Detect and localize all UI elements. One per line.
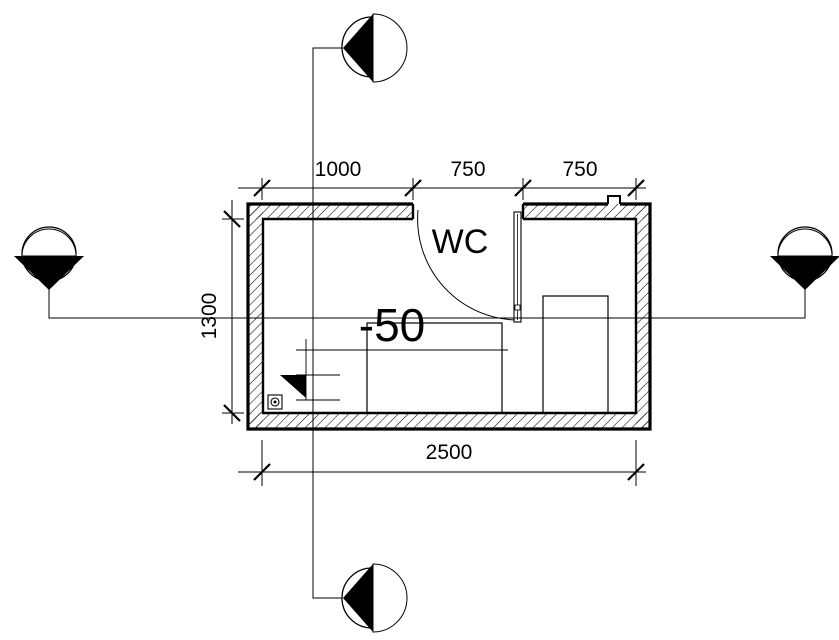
dimension-top-2: 750 xyxy=(450,158,485,181)
level-label: -50 xyxy=(359,299,425,351)
section-marker-right: A xyxy=(770,226,839,290)
section-label-left: A' xyxy=(42,260,57,279)
section-lines xyxy=(48,47,806,599)
section-label-right: A xyxy=(799,260,811,279)
section-marker-top: B' xyxy=(341,13,408,83)
dimension-lines xyxy=(222,178,646,486)
fixtures xyxy=(267,295,609,414)
section-label-bottom: B xyxy=(352,592,371,603)
walls xyxy=(246,195,652,431)
dimension-overall-width: 2500 xyxy=(426,441,473,464)
dimension-overall-height: 1300 xyxy=(198,293,221,340)
section-marker-bottom: B xyxy=(341,563,408,633)
dimension-top-1: 1000 xyxy=(315,158,362,181)
level-marker xyxy=(280,339,508,401)
floor-drain-icon xyxy=(267,394,283,410)
section-label-top: B' xyxy=(352,41,371,56)
section-marker-left: A' xyxy=(14,226,84,290)
level-triangle-icon xyxy=(280,375,306,398)
room-label: WC xyxy=(432,223,489,261)
dimension-top-3: 750 xyxy=(562,158,597,181)
